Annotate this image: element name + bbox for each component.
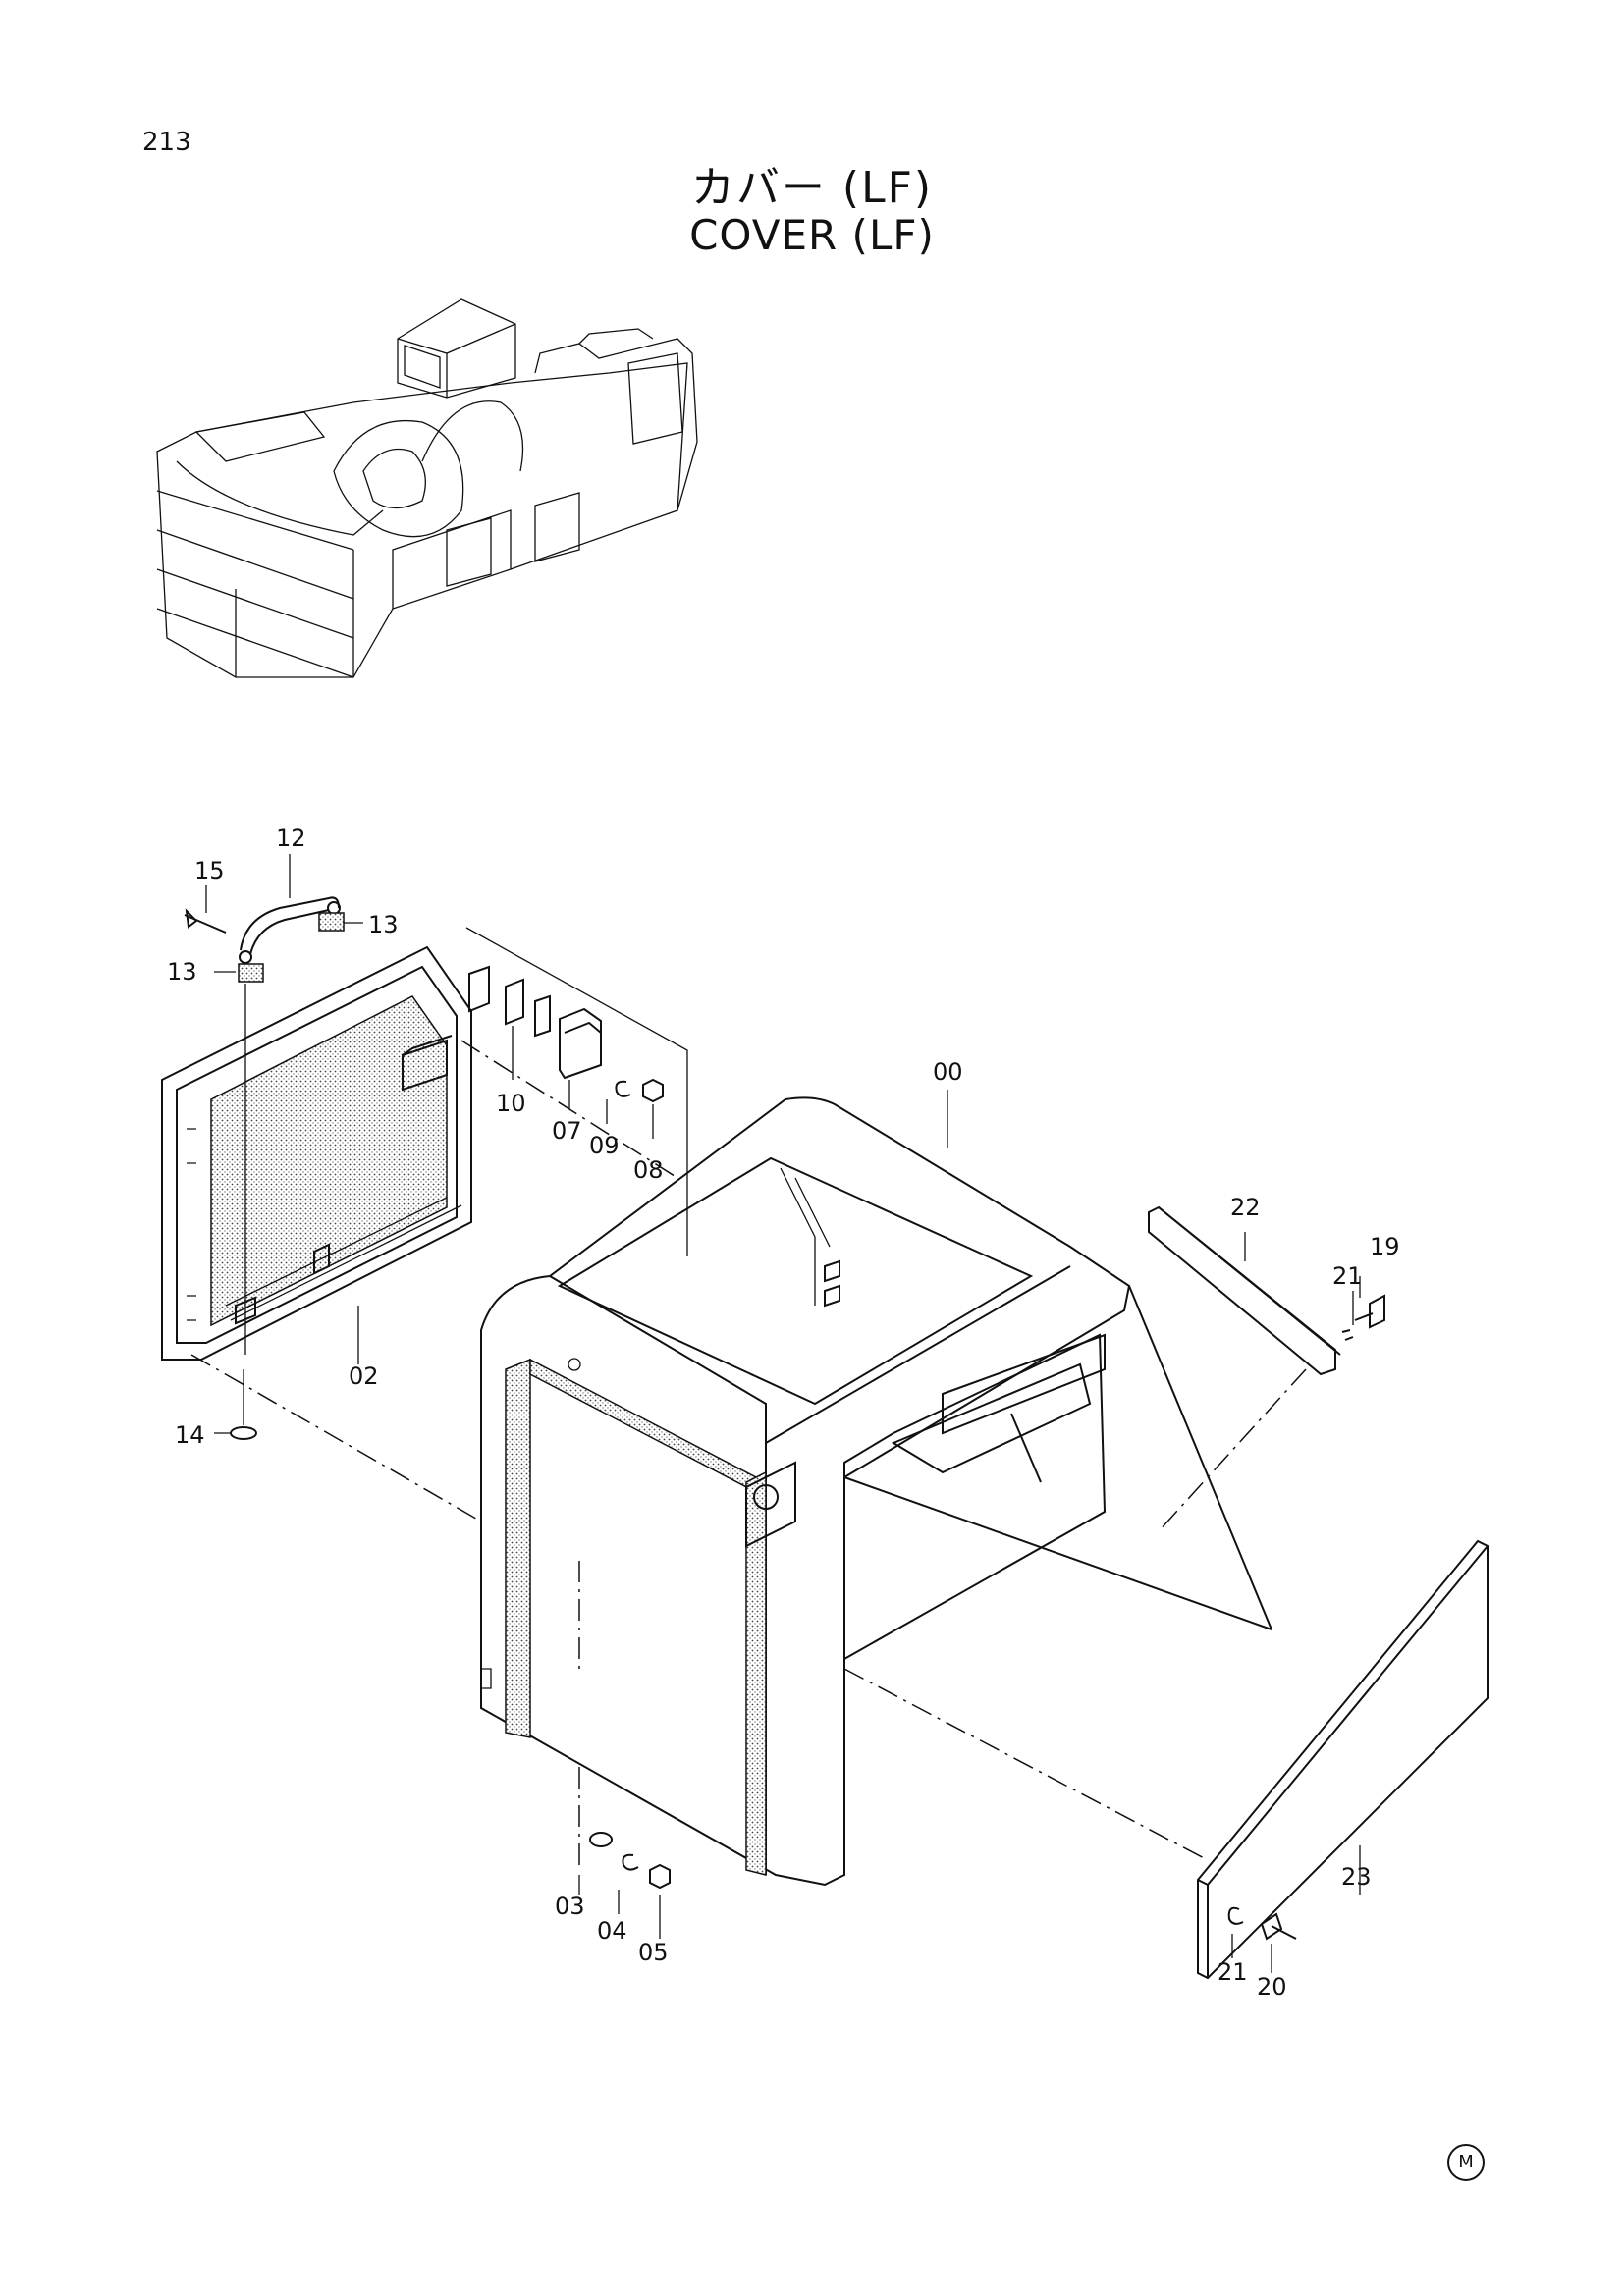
- callout-21-bottom: 21: [1218, 1958, 1248, 1986]
- handle-assembly: [184, 896, 345, 1440]
- callout-09: 09: [589, 1132, 620, 1159]
- callout-04: 04: [597, 1917, 627, 1945]
- callout-15: 15: [194, 857, 225, 884]
- title-english: COVER (LF): [689, 211, 935, 259]
- cover-plates: [1148, 1205, 1489, 1980]
- callout-14: 14: [175, 1421, 205, 1449]
- callout-13-left: 13: [167, 958, 197, 986]
- callout-12: 12: [276, 825, 306, 852]
- callout-leaders: [205, 854, 1361, 1973]
- title-japanese: カバー (LF): [690, 163, 934, 213]
- callout-10: 10: [496, 1090, 526, 1117]
- page-number: 213: [142, 128, 191, 157]
- callout-05: 05: [638, 1939, 669, 1966]
- fasteners: [589, 1294, 1385, 1941]
- callout-23: 23: [1341, 1863, 1372, 1891]
- machine-location-drawing: [156, 298, 698, 678]
- cover-body: [480, 1096, 1272, 1887]
- callout-03: 03: [555, 1893, 585, 1920]
- callout-08: 08: [633, 1156, 664, 1184]
- circled-m-mark: M: [1447, 2144, 1485, 2181]
- callout-21-top: 21: [1332, 1262, 1363, 1290]
- callout-07: 07: [552, 1117, 582, 1145]
- callout-19: 19: [1370, 1233, 1400, 1260]
- hinge-parts: [465, 927, 688, 1256]
- callout-20: 20: [1257, 1973, 1287, 2001]
- callout-02: 02: [349, 1362, 379, 1390]
- callout-22: 22: [1230, 1194, 1261, 1221]
- door-assembly: [161, 945, 472, 1361]
- callout-13-right: 13: [368, 911, 399, 938]
- callout-00: 00: [933, 1058, 963, 1086]
